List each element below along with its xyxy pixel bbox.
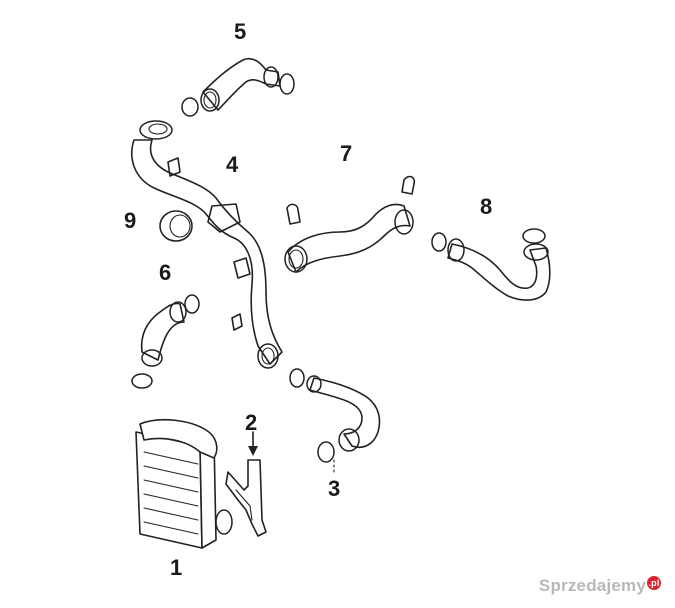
part-8-hose[interactable] (431, 228, 551, 301)
part-9-cap[interactable] (159, 210, 193, 242)
part-4-bottom-end (257, 343, 279, 369)
part-7-hose-body (287, 203, 411, 273)
part-5-hose[interactable] (181, 57, 295, 117)
part-2-bracket[interactable] (225, 431, 267, 537)
part-5-clamp-right (279, 73, 295, 95)
part-1-tank (139, 418, 218, 459)
part-4-bottom-end-inner (261, 347, 275, 365)
part-6-top-ring (184, 294, 200, 314)
label-part-9: 9 (124, 208, 137, 233)
part-1-fins (143, 451, 199, 535)
part-7-left-end (284, 245, 308, 273)
part-5-clamp-left (181, 97, 199, 117)
part-6-hose-body (140, 302, 185, 361)
part-4-bracket-low (231, 313, 243, 331)
part-6-bottom-ring (131, 373, 153, 389)
part-3-hose-body (309, 377, 381, 448)
part-5-hose-body (202, 57, 281, 111)
part-2-arrow-head (248, 446, 258, 456)
part-9-cap-inner (169, 214, 191, 238)
part-6-hose[interactable] (131, 294, 200, 389)
part-4-bracket-top (167, 157, 181, 177)
part-4-top-flange (139, 120, 173, 140)
part-2-bracket-detail (235, 489, 253, 521)
part-8-top-ring (522, 228, 546, 244)
part-9-cap-outer (159, 210, 193, 242)
part-1-intercooler[interactable] (135, 418, 233, 549)
part-7-left-end-inner (288, 249, 304, 269)
part-4-bracket-side (233, 257, 251, 279)
label-part-1: 1 (170, 555, 183, 580)
part-5-end-left (200, 88, 220, 112)
part-4-pipe[interactable] (130, 120, 283, 369)
part-8-left-end (447, 238, 465, 262)
part-3-hose[interactable] (289, 368, 381, 475)
part-7-clip-right (401, 175, 416, 195)
part-8-top-end (523, 243, 549, 261)
watermark-logo: Sprzedajemy.pl (539, 576, 661, 596)
part-3-bottom-end (338, 428, 360, 452)
label-part-6: 6 (159, 260, 172, 285)
part-8-left-ring (431, 232, 447, 252)
part-6-top-end (169, 301, 187, 323)
part-4-top-flange-inner (148, 123, 168, 135)
part-2-bracket-body (225, 459, 267, 537)
part-1-core (135, 431, 203, 549)
part-3-bottom-ring (317, 441, 335, 463)
part-7-right-end (394, 209, 414, 235)
part-1-outlet (215, 509, 233, 535)
part-6-bottom-end (141, 349, 163, 367)
label-part-5: 5 (234, 19, 247, 44)
part-8-hose-body (447, 243, 551, 301)
watermark-text: Sprzedajemy (538, 576, 646, 595)
part-4-pipe-body (130, 139, 283, 365)
part-3-top-end (306, 375, 322, 393)
part-3-top-ring (289, 368, 305, 388)
label-part-4: 4 (226, 152, 239, 177)
part-7-hose[interactable] (284, 175, 416, 273)
part-4-bracket-mid (207, 203, 241, 233)
label-part-7: 7 (340, 141, 353, 166)
part-7-clip-left (286, 203, 301, 225)
label-part-3: 3 (328, 476, 341, 501)
part-5-end-left-inner (203, 91, 217, 109)
label-part-8: 8 (480, 194, 493, 219)
watermark-tld: .pl (647, 576, 661, 590)
part-5-end-right (263, 66, 279, 88)
label-part-2: 2 (245, 410, 258, 435)
